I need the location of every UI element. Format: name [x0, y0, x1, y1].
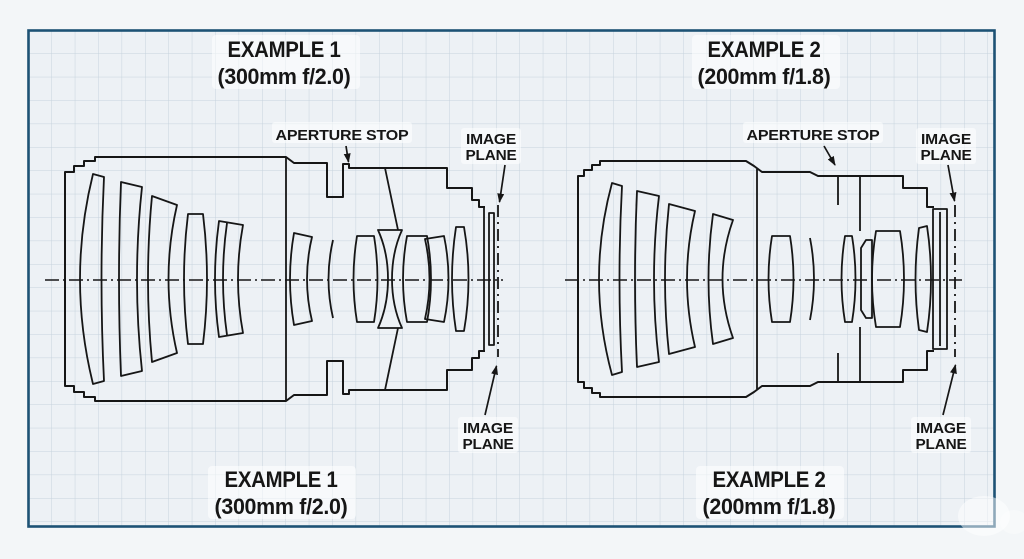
- lens-element: [424, 235, 450, 323]
- lens-element: [451, 226, 470, 332]
- lens-element: [377, 229, 403, 329]
- aperture-stop-label: APERTURE STOP: [747, 127, 880, 144]
- lens-element: [289, 232, 313, 326]
- lens-cross-section-example1: EXAMPLE 1 (300mm f/2.0) EXAMPLE 1 (300mm…: [45, 35, 521, 519]
- example1-title-bottom-line1: EXAMPLE 1: [225, 467, 338, 492]
- lens-element: [840, 235, 857, 323]
- lens-element: [598, 182, 623, 376]
- lens-element: [147, 195, 178, 363]
- lens-element: [860, 239, 873, 319]
- example2-title-top-line2: (200mm f/1.8): [698, 64, 831, 89]
- example2-title-bottom-line1: EXAMPLE 2: [713, 467, 826, 492]
- lens-barrel-outline: [577, 160, 934, 398]
- lens-element: [634, 190, 660, 368]
- watermark: [1000, 510, 1024, 534]
- image-plane-label-top: PLANE: [466, 147, 517, 164]
- text-halo: [696, 466, 844, 519]
- text-halo: [916, 128, 976, 164]
- example2-title-top-line1: EXAMPLE 2: [708, 37, 821, 62]
- lens-element: [118, 181, 143, 377]
- example2-title-bottom-line2: (200mm f/1.8): [703, 494, 836, 519]
- image-plane-arrow-top: [497, 164, 506, 203]
- lens-element: [871, 230, 905, 328]
- text-halo: [743, 122, 883, 143]
- image-plane-arrow-bottom: [484, 365, 498, 416]
- text-halo: [272, 122, 412, 143]
- barrel-cone: [384, 167, 399, 391]
- image-plane-label-top: IMAGE: [466, 131, 516, 148]
- example1-title-top-line1: EXAMPLE 1: [228, 37, 341, 62]
- lens-element: [79, 173, 105, 385]
- text-halo: [692, 35, 840, 89]
- lens-element: [183, 213, 208, 345]
- lens-element: [327, 239, 334, 319]
- image-plane-label-bottom: IMAGE: [916, 420, 966, 437]
- example1-title-top-line2: (300mm f/2.0): [218, 64, 351, 89]
- text-halo: [212, 35, 360, 89]
- text-halo: [458, 417, 518, 453]
- aperture-stop-arrow: [343, 145, 351, 163]
- image-plane-label-bottom: PLANE: [463, 436, 514, 453]
- cemented-surface: [222, 222, 228, 336]
- watermark: [958, 496, 1010, 536]
- image-plane-arrow-bottom: [942, 364, 957, 416]
- text-halo: [461, 128, 521, 164]
- lens-element: [664, 203, 696, 355]
- rear-flat-element: [488, 212, 495, 346]
- frame-border: [27, 29, 996, 528]
- lens-element: [214, 220, 244, 338]
- image-plane-label-top: PLANE: [921, 147, 972, 164]
- image-plane-label-top: IMAGE: [921, 131, 971, 148]
- lens-barrel-outline: [64, 156, 485, 402]
- lens-element: [914, 225, 932, 333]
- image-plane-arrow-top: [947, 164, 957, 202]
- image-plane-label-bottom: PLANE: [916, 436, 967, 453]
- rear-flat-element: [932, 208, 948, 350]
- lens-element: [707, 213, 734, 345]
- aperture-stop-arrow: [823, 145, 836, 166]
- lens-element: [402, 235, 432, 323]
- example1-title-bottom-line2: (300mm f/2.0): [215, 494, 348, 519]
- aperture-stop-label: APERTURE STOP: [276, 127, 409, 144]
- lens-element: [809, 237, 815, 321]
- text-halo: [911, 417, 971, 453]
- lens-element: [767, 235, 795, 323]
- image-plane-label-bottom: IMAGE: [463, 420, 513, 437]
- lens-element: [352, 235, 379, 323]
- text-halo: [208, 466, 356, 519]
- lens-cross-section-example2: EXAMPLE 2 (200mm f/1.8) EXAMPLE 2 (200mm…: [565, 35, 976, 519]
